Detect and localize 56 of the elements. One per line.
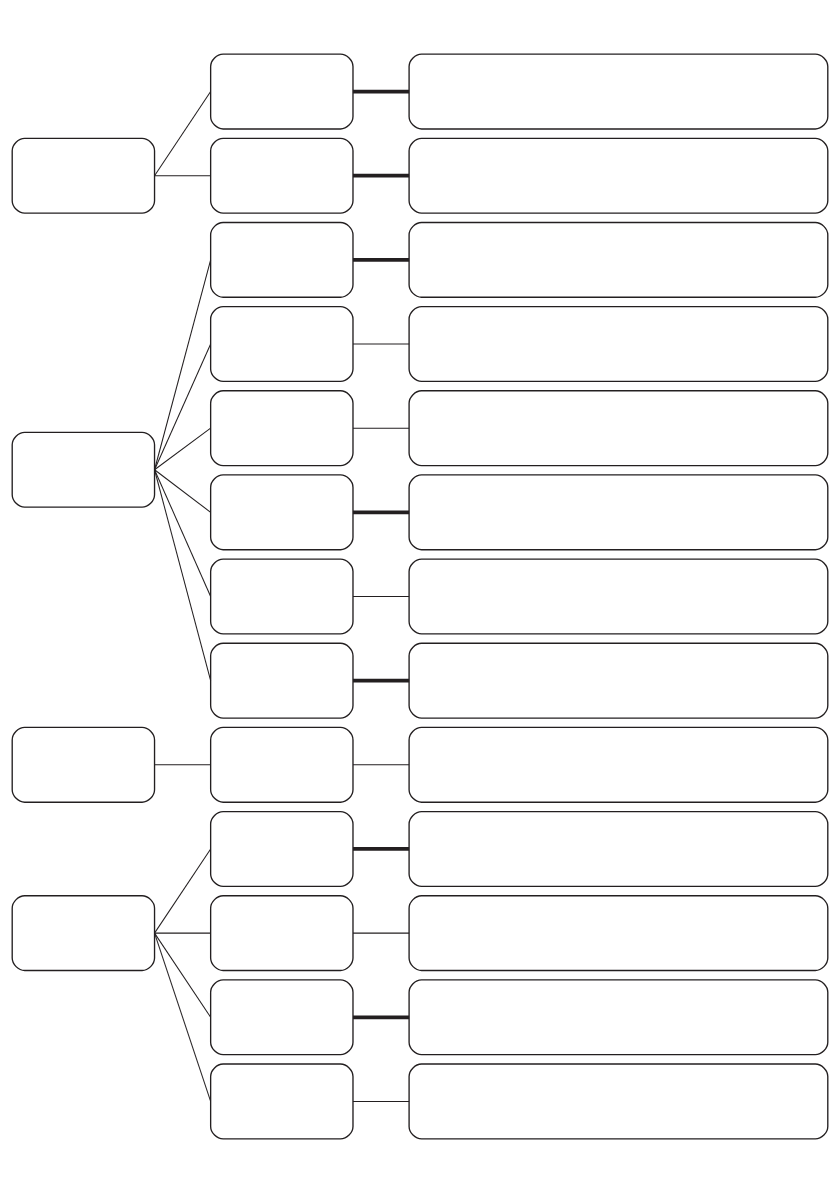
connector [154, 932, 212, 934]
node-box [408, 978, 829, 1055]
node-box [209, 221, 354, 298]
connector [352, 932, 410, 934]
connector [154, 763, 212, 765]
node-box [408, 894, 829, 971]
connector [353, 89, 410, 93]
node-box [408, 53, 829, 130]
node-box [11, 726, 156, 803]
node-box [209, 137, 354, 214]
connector [353, 1014, 410, 1019]
connector [352, 427, 410, 429]
node-box [209, 305, 354, 382]
connector [353, 846, 410, 851]
node-box [408, 473, 829, 550]
node-box [209, 473, 354, 550]
node-box [11, 894, 156, 971]
node-box [209, 53, 354, 130]
node-box [209, 557, 354, 635]
node-box [408, 642, 829, 719]
connector [352, 1100, 410, 1102]
node-box [209, 726, 354, 803]
node-box [408, 557, 829, 635]
connector [154, 343, 212, 470]
connector [154, 932, 212, 1018]
connector [352, 343, 410, 345]
node-box [408, 810, 829, 887]
connector [154, 90, 212, 176]
node-box [209, 894, 354, 971]
connector [154, 847, 212, 934]
node-box [209, 389, 354, 466]
connector [154, 258, 212, 470]
node-box [408, 137, 829, 214]
connector [154, 932, 212, 1102]
connector [352, 763, 410, 765]
node-box [209, 978, 354, 1055]
connector [154, 468, 212, 513]
node-box [408, 726, 829, 803]
node-box [11, 431, 156, 508]
connector [353, 173, 410, 178]
node-box [408, 389, 829, 466]
connector [352, 595, 410, 597]
node-box [209, 810, 354, 887]
connector [353, 257, 410, 262]
connector [154, 468, 212, 681]
connector [154, 427, 212, 470]
node-box [408, 1062, 829, 1139]
connector [353, 678, 410, 683]
node-box [11, 137, 156, 214]
node-box [209, 1062, 354, 1139]
connector [353, 509, 410, 514]
node-box [408, 305, 829, 382]
node-box [408, 221, 829, 298]
connector [154, 174, 212, 176]
connector [154, 468, 212, 597]
node-box [209, 642, 354, 719]
